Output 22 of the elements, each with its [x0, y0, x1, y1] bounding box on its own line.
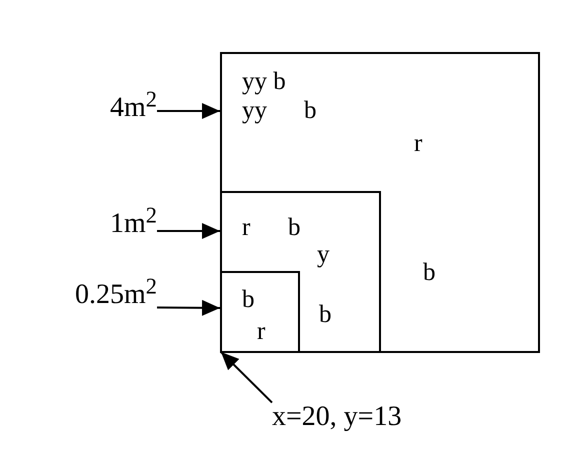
species-letter: b: [242, 287, 254, 312]
species-letter: y: [317, 242, 330, 268]
arrow: [220, 351, 273, 404]
coordinate-label: x=20, y=13: [272, 402, 402, 431]
species-letter: yy b: [242, 69, 286, 94]
arrow: [157, 103, 220, 119]
species-letter: r: [414, 131, 422, 156]
quadrat-square: [220, 52, 540, 353]
area-label: 4m$^{2}$: [110, 94, 157, 122]
arrow: [157, 223, 220, 239]
area-label: 0.25m$^{2}$: [75, 280, 157, 309]
species-letter: b: [304, 98, 316, 124]
species-letter: b: [319, 302, 332, 328]
species-letter: b: [423, 260, 436, 286]
species-letter: yy: [242, 98, 267, 124]
species-letter: r: [242, 215, 250, 240]
species-letter: b: [288, 215, 300, 240]
arrow: [157, 300, 220, 316]
area-label: 1m$^{2}$: [110, 210, 157, 238]
quadrat-square: [220, 271, 300, 353]
species-letter: r: [257, 319, 266, 344]
quadrat-square: [220, 191, 381, 353]
